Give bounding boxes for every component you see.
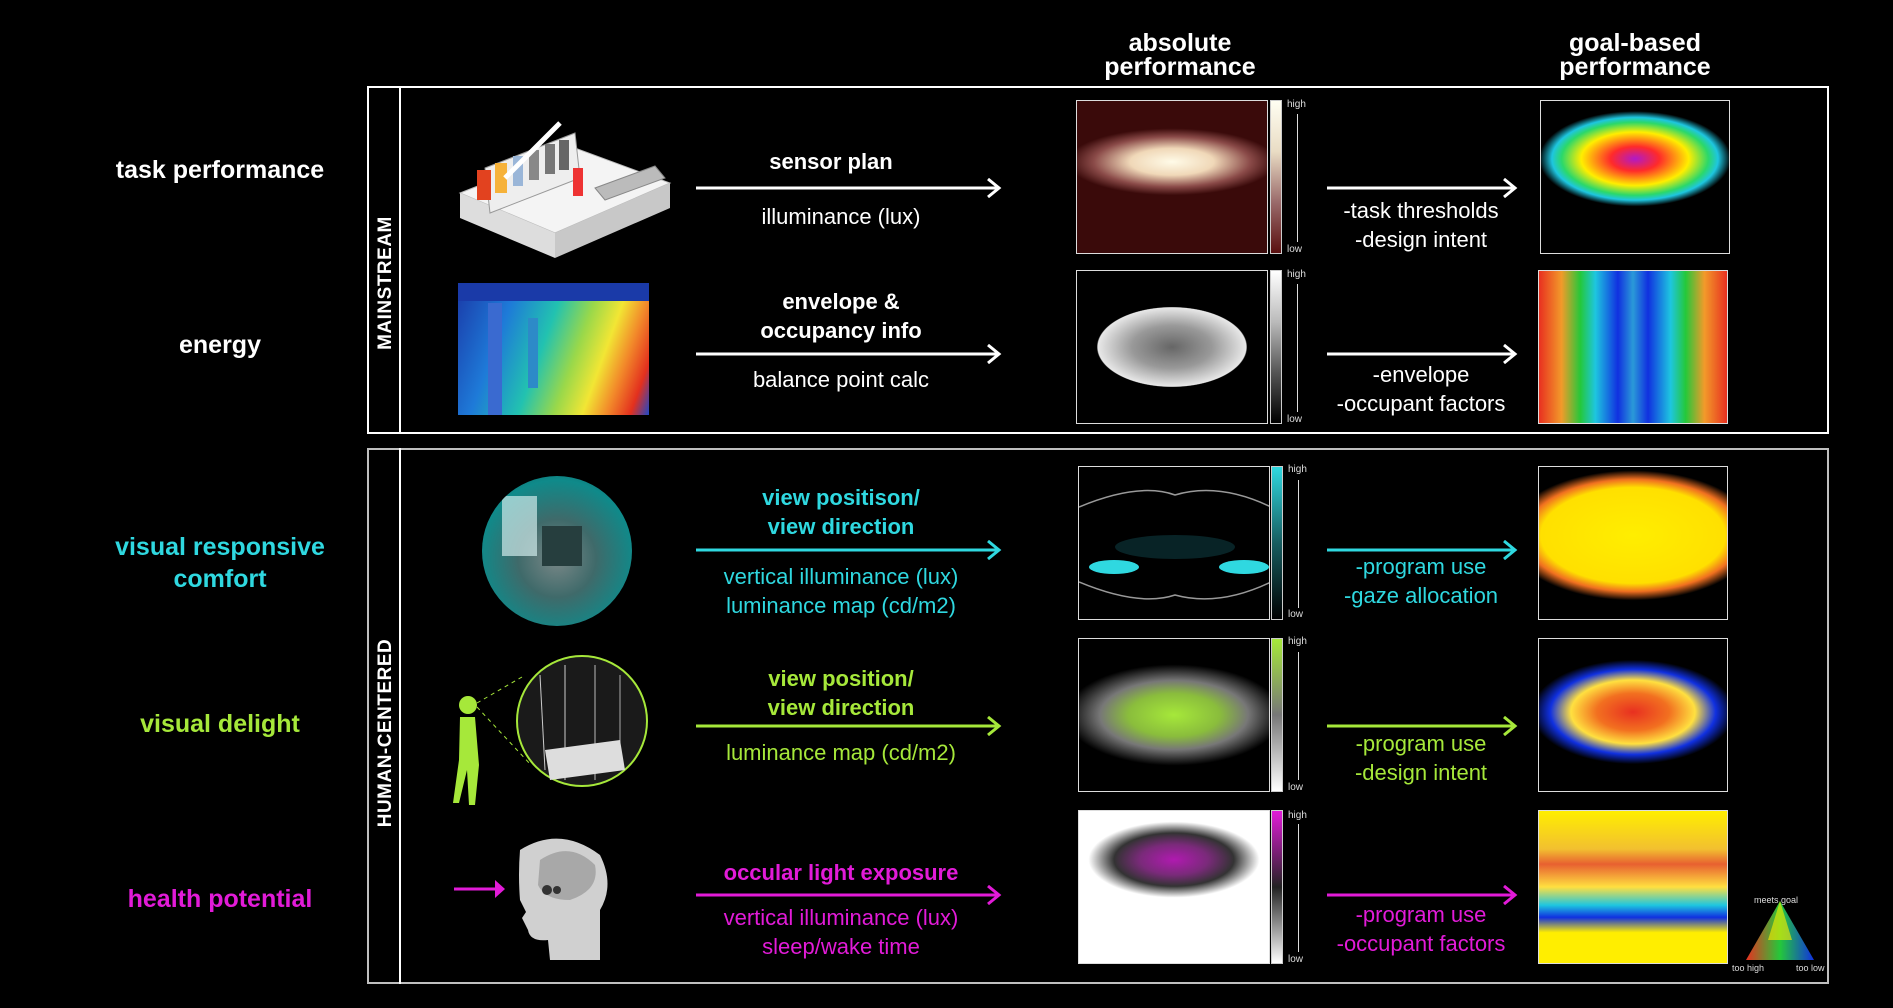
goal-panel-visual-delight <box>1538 638 1728 792</box>
colorbar-health-axis <box>1298 824 1299 952</box>
colorbar-health <box>1271 810 1283 964</box>
goal-based-performance-heading: goal-based performance <box>1559 29 1711 81</box>
colorbar-visual-delight-low: low <box>1288 782 1304 793</box>
absolute-panel-health-potential <box>1078 810 1270 964</box>
colorbar-visual-comfort-low: low <box>1288 609 1304 620</box>
goal-task-performance: -task thresholds -design intent <box>1343 198 1499 252</box>
colorbar-visual-delight <box>1271 638 1283 792</box>
goal-panel-health-potential <box>1538 810 1728 964</box>
fisheye-view-image <box>482 476 632 626</box>
colorbar-health-high: high <box>1288 810 1307 821</box>
goal-panel-visual-comfort <box>1538 466 1728 620</box>
colorbar-task <box>1270 100 1282 254</box>
method-visual-comfort: view positison/ view direction <box>762 485 920 539</box>
person-view-image <box>453 655 648 805</box>
row-label-visual-delight: visual delight <box>140 710 300 738</box>
goal-visual-delight: -program use -design intent <box>1354 731 1488 785</box>
human-centered-label: HUMAN-CENTERED <box>375 638 396 828</box>
colorbar-visual-comfort-high: high <box>1288 464 1307 475</box>
metric-visual-delight: luminance map (cd/m2) <box>726 740 956 765</box>
goal-health-potential: -program use -occupant factors <box>1336 902 1506 956</box>
colorbar-energy-axis <box>1297 284 1298 412</box>
colorbar-visual-delight-high: high <box>1288 636 1307 647</box>
goal-panel-energy <box>1538 270 1728 424</box>
absolute-panel-task-performance <box>1076 100 1268 254</box>
goal-energy: -envelope -occupant factors <box>1336 362 1506 416</box>
colorbar-visual-comfort-axis <box>1298 480 1299 608</box>
absolute-panel-visual-delight <box>1078 638 1270 792</box>
human-centered-divider <box>399 448 401 984</box>
absolute-panel-energy <box>1076 270 1268 424</box>
metric-visual-comfort: vertical illuminance (lux) luminance map… <box>723 564 959 618</box>
head-silhouette-image <box>454 838 608 960</box>
colorbar-visual-comfort <box>1271 466 1283 620</box>
colorbar-task-low: low <box>1287 244 1303 255</box>
method-task-performance: sensor plan <box>769 149 893 174</box>
metric-energy: balance point calc <box>752 367 930 392</box>
colorbar-task-axis <box>1297 114 1298 242</box>
goal-panel-task-performance <box>1540 100 1730 254</box>
mainstream-divider <box>399 86 401 434</box>
row-label-task-performance: task performance <box>115 156 325 184</box>
row-label-visual-comfort: visual responsive comfort <box>115 533 325 593</box>
row-label-health-potential: health potential <box>127 885 313 913</box>
metric-health-potential: vertical illuminance (lux) sleep/wake ti… <box>723 905 959 959</box>
goal-visual-comfort: -program use -gaze allocation <box>1343 554 1499 608</box>
colorbar-energy <box>1270 270 1282 424</box>
legend-too-high: too high <box>1732 963 1765 973</box>
mainstream-label: MAINSTREAM <box>375 216 396 350</box>
method-visual-delight: view position/ view direction <box>767 666 915 720</box>
legend-too-low: too low <box>1796 963 1825 973</box>
colorbar-health-low: low <box>1288 954 1304 965</box>
row-label-energy: energy <box>179 331 261 359</box>
building-model-image <box>458 121 672 258</box>
colorbar-visual-delight-axis <box>1298 652 1299 780</box>
mainstream-frame <box>367 86 1829 434</box>
human-centered-frame <box>367 448 1829 984</box>
legend-meets-goal: meets goal <box>1754 895 1799 905</box>
method-energy: envelope & occupancy info <box>760 289 922 343</box>
colorbar-energy-high: high <box>1287 269 1306 280</box>
energy-render-image <box>458 283 649 415</box>
absolute-performance-heading: absolute performance <box>1104 29 1256 81</box>
method-health-potential: occular light exposure <box>723 860 959 885</box>
metric-task-performance: illuminance (lux) <box>761 204 921 229</box>
colorbar-task-high: high <box>1287 99 1306 110</box>
colorbar-energy-low: low <box>1287 414 1303 425</box>
absolute-panel-visual-comfort <box>1078 466 1270 620</box>
goal-legend-triangle <box>1746 901 1814 960</box>
